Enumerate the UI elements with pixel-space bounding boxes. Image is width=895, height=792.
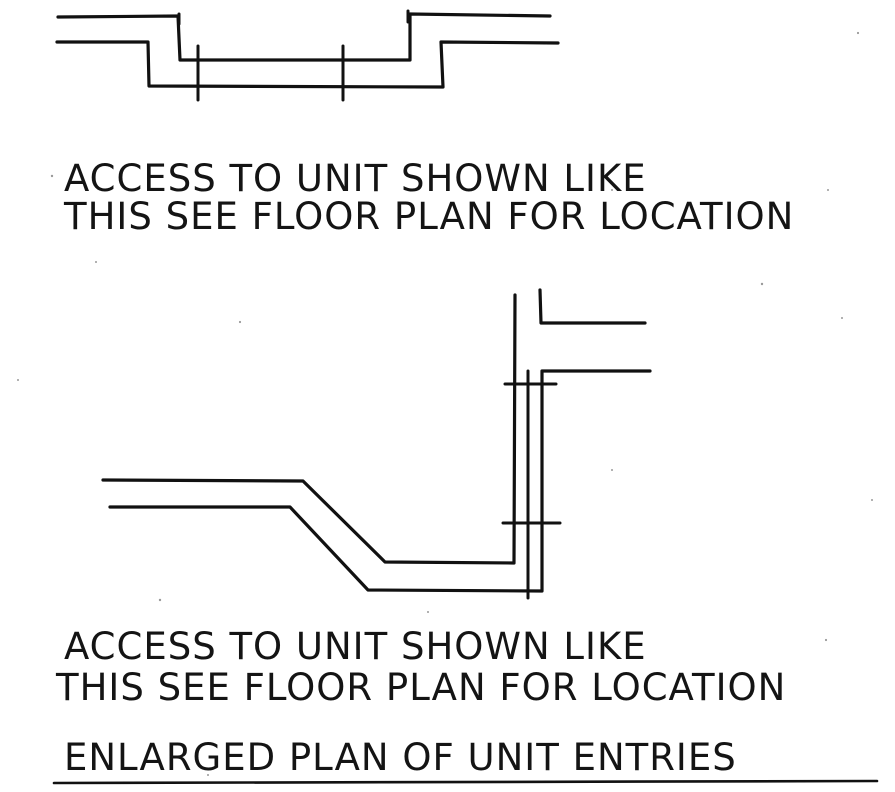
access-note-line-1: ACCESS TO UNIT SHOWN LIKE	[64, 157, 647, 200]
outer-wall-line	[101, 293, 517, 565]
access-note-line-2: THIS SEE FLOOR PLAN FOR LOCATION	[55, 666, 786, 709]
title-underline	[52, 779, 879, 785]
inner-wall-line	[108, 369, 652, 593]
paper-specks	[17, 31, 873, 776]
entry-detail-recessed-plan	[55, 9, 560, 102]
inner-wall-line	[55, 40, 560, 89]
door-opening-line	[538, 288, 647, 325]
sheet-title: ENLARGED PLAN OF UNIT ENTRIES	[64, 736, 737, 779]
access-note-line-1: ACCESS TO UNIT SHOWN LIKE	[64, 625, 647, 668]
access-note-line-2: THIS SEE FLOOR PLAN FOR LOCATION	[63, 195, 794, 238]
entry-detail-angled-plan	[101, 288, 652, 600]
outer-wall-line	[56, 12, 552, 62]
